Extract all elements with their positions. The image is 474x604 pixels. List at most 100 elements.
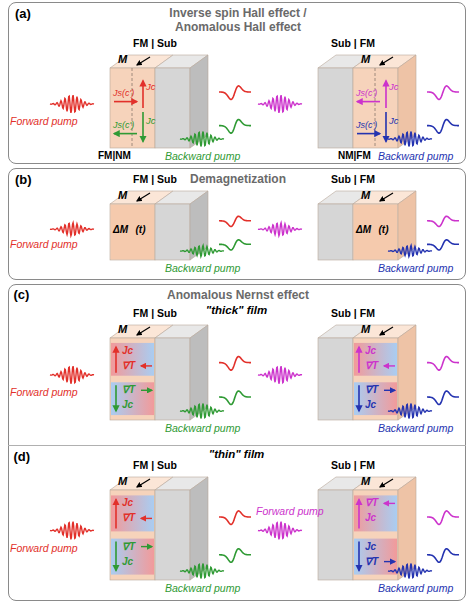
pump-label: Backward pump — [165, 583, 240, 595]
nernst-label: ∇T — [365, 497, 378, 508]
vector-arrow — [141, 546, 152, 547]
vector-arrow — [358, 542, 360, 571]
pump-pulse — [180, 245, 224, 256]
magnetization-label: M⃗ — [361, 323, 378, 335]
nernst-label: Jc — [365, 512, 376, 523]
vector-arrow — [115, 499, 117, 528]
pump-pulse — [180, 404, 224, 419]
pump-pulse — [180, 564, 224, 579]
magnetization-label: M⃗ — [118, 189, 135, 201]
thz-waveform — [219, 391, 251, 405]
nernst-label: ∇T — [122, 541, 135, 552]
thz-waveform — [219, 120, 251, 134]
current-label: Js(c') — [113, 89, 134, 99]
vector-arrow — [358, 385, 360, 411]
vector-arrow — [380, 57, 393, 65]
nernst-label: ∇T — [122, 384, 135, 395]
vector-arrow — [141, 365, 152, 366]
vector-arrow — [115, 385, 117, 411]
vector-arrow — [380, 327, 393, 335]
vector-arrow — [380, 479, 393, 487]
interface-line — [375, 68, 376, 148]
vector-arrow — [357, 101, 380, 103]
panel-heading: Inverse spin Hall effect / Anomalous Hal… — [151, 6, 326, 34]
vector-arrow — [385, 81, 387, 108]
vector-arrow — [384, 365, 395, 366]
vector-arrow — [384, 503, 395, 504]
current-label: Jc — [146, 116, 156, 126]
thz-waveform — [219, 549, 251, 563]
panel-letter: (a) — [15, 6, 31, 21]
layer-label: Sub | FM — [331, 174, 375, 186]
thz-waveform — [427, 357, 459, 371]
nernst-label: Jc — [365, 399, 376, 410]
vector-arrow — [114, 133, 137, 135]
interface-label: FM|NM — [98, 150, 131, 161]
vector-arrow — [384, 390, 395, 391]
current-label: Js(c') — [113, 121, 134, 131]
nernst-label: ∇T — [365, 556, 378, 567]
excited-region — [111, 205, 154, 259]
pump-pulse — [258, 95, 302, 113]
pump-label: Forward pump — [10, 239, 78, 251]
interface-line — [132, 68, 133, 148]
nernst-label: Jc — [122, 497, 133, 508]
vector-arrow — [141, 518, 152, 519]
nernst-label: Jc — [365, 345, 376, 356]
vector-arrow — [137, 57, 150, 65]
nernst-label: ∇T — [365, 384, 378, 395]
current-label: Js(c') — [356, 121, 377, 131]
pump-label: Backward pump — [378, 151, 453, 163]
pump-label: Backward pump — [165, 423, 240, 435]
layer-label: FM | Sub — [133, 460, 177, 472]
pump-pulse — [258, 522, 302, 540]
magnetization-label: ΔM⃗(t) — [113, 224, 146, 235]
thz-waveform — [427, 549, 459, 563]
panel-box: (d)"thin" film — [8, 445, 466, 601]
vector-arrow — [358, 499, 360, 528]
magnetization-label: M⃗ — [361, 189, 378, 201]
pump-label: Backward pump — [165, 151, 240, 163]
layer-label: FM | Sub — [133, 308, 177, 320]
vector-arrow — [385, 112, 387, 142]
pump-label: Backward pump — [378, 583, 453, 595]
pump-pulse — [388, 404, 432, 419]
vector-arrow — [142, 112, 144, 142]
thermal-gradient — [354, 495, 397, 531]
pump-label: Forward pump — [10, 387, 78, 399]
magnetization-label: M⃗ — [118, 475, 135, 487]
vector-arrow — [357, 133, 380, 135]
thz-waveform — [219, 511, 251, 525]
vector-arrow — [141, 390, 152, 391]
panel-heading: Anomalous Nernst effect — [128, 288, 348, 302]
panel-letter: (c) — [14, 287, 30, 302]
pump-pulse — [258, 223, 302, 236]
nernst-label: ∇T — [122, 512, 135, 523]
pump-pulse — [50, 95, 94, 113]
vector-arrow — [137, 479, 150, 487]
thermal-gradient — [111, 343, 154, 376]
pump-pulse — [50, 366, 94, 384]
layer-label: FM | Sub — [133, 174, 177, 186]
thermal-gradient — [111, 382, 154, 415]
current-label: Jc — [389, 116, 399, 126]
magnetization-label: M⃗ — [361, 475, 378, 487]
pump-pulse — [388, 564, 432, 579]
layer-label: Sub | FM — [331, 308, 375, 320]
thz-waveform — [219, 86, 251, 100]
pump-pulse — [50, 223, 94, 236]
layer-label: Sub | FM — [331, 460, 375, 472]
layer-label: Sub | FM — [331, 38, 375, 50]
magnetization-label: ΔM⃗(t) — [356, 224, 389, 235]
nernst-label: ∇T — [365, 360, 378, 371]
panel-letter: (b) — [15, 172, 32, 187]
magnetization-label: M⃗ — [361, 53, 378, 65]
nernst-label: Jc — [122, 345, 133, 356]
thz-waveform — [427, 391, 459, 405]
thz-waveform — [427, 240, 459, 250]
vector-arrow — [137, 327, 150, 335]
pump-label: Backward pump — [378, 263, 453, 275]
current-label: Jc — [146, 82, 156, 92]
thz-waveform — [427, 216, 459, 226]
pump-label: Backward pump — [378, 423, 453, 435]
